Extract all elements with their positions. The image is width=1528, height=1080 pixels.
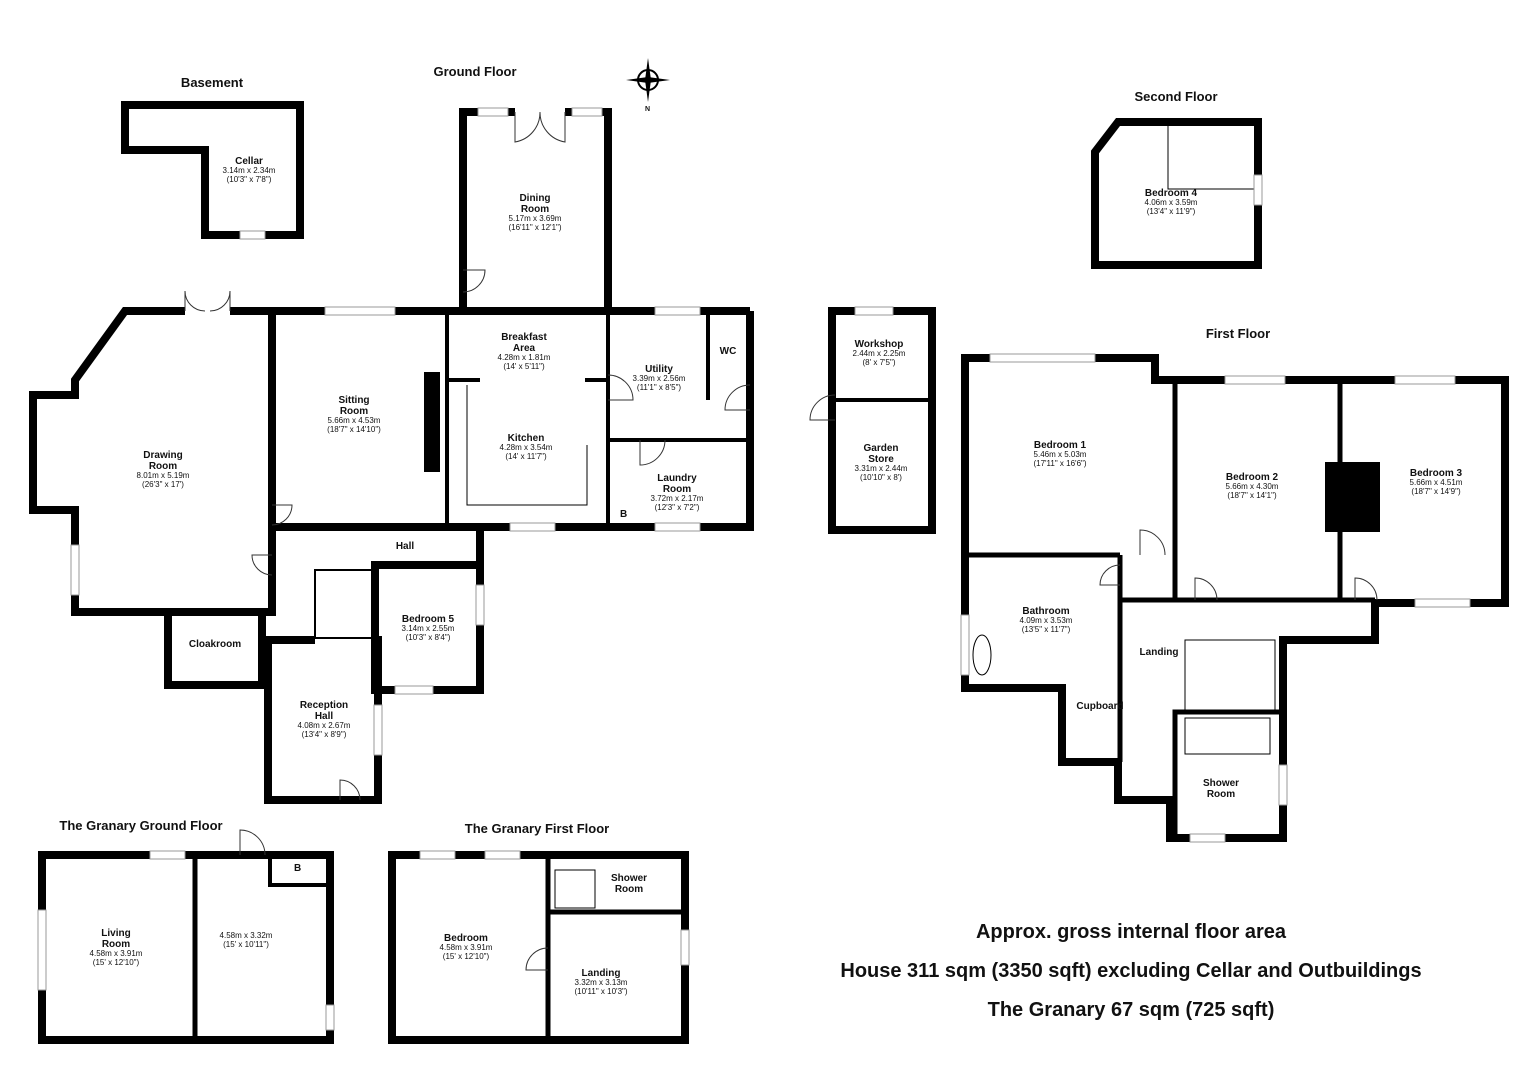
floor-title-ground: Ground Floor [433,64,517,79]
staircase [1167,123,1257,190]
room-hall: Hall [395,541,415,552]
room-granary-ground-room: 4.58m x 3.32m(15' x 10'11") [219,931,273,949]
dining-walls [459,108,515,311]
bath-icon [972,634,992,676]
reception-walls [264,636,382,804]
chimney-breast [424,372,440,472]
hall-walls [268,523,340,612]
room-landing: Landing [1139,647,1179,658]
shower-tray [1184,717,1271,755]
boiler-cupboard [268,853,332,887]
staircase [314,569,374,639]
room-granary-shower: Shower Room [610,873,648,896]
granary-boiler-mark: B [294,863,302,874]
granary-ground-walls [38,851,334,1044]
floor-title-second: Second Floor [1134,89,1218,104]
first-floor-walls [961,354,1509,842]
north-label: N [645,106,651,113]
floor-title-granary-first: The Granary First Floor [464,821,610,836]
kitchen-counter [466,385,588,506]
floor-title-granary-ground: The Granary Ground Floor [59,818,223,833]
room-shower: Shower Room [1202,778,1240,801]
room-cupboard: Cupboard [1076,701,1124,712]
chimney-breast [1325,462,1380,532]
area-granary: The Granary 67 sqm (725 sqft) [987,999,1275,1021]
second-floor-walls [1091,118,1262,269]
floor-title-first: First Floor [1205,326,1271,341]
cloakroom-walls [164,612,266,689]
bedroom5-walls [371,527,484,694]
doors [184,111,1378,971]
room-wc: WC [719,346,737,357]
shower-tray [554,869,596,909]
shower-room-wall [1172,709,1283,838]
floor-title-basement: Basement [180,75,244,90]
area-house: House 311 sqm (3350 sqft) excluding Cell… [840,960,1422,982]
dining-walls-right [565,108,612,311]
cellar-walls [121,101,304,239]
room-cloakroom: Cloakroom [188,639,242,650]
boiler-mark: B [620,509,628,520]
compass-icon [626,58,670,102]
area-heading: Approx. gross internal floor area [975,921,1287,943]
staircase [1184,639,1276,711]
windows [37,107,1471,1031]
